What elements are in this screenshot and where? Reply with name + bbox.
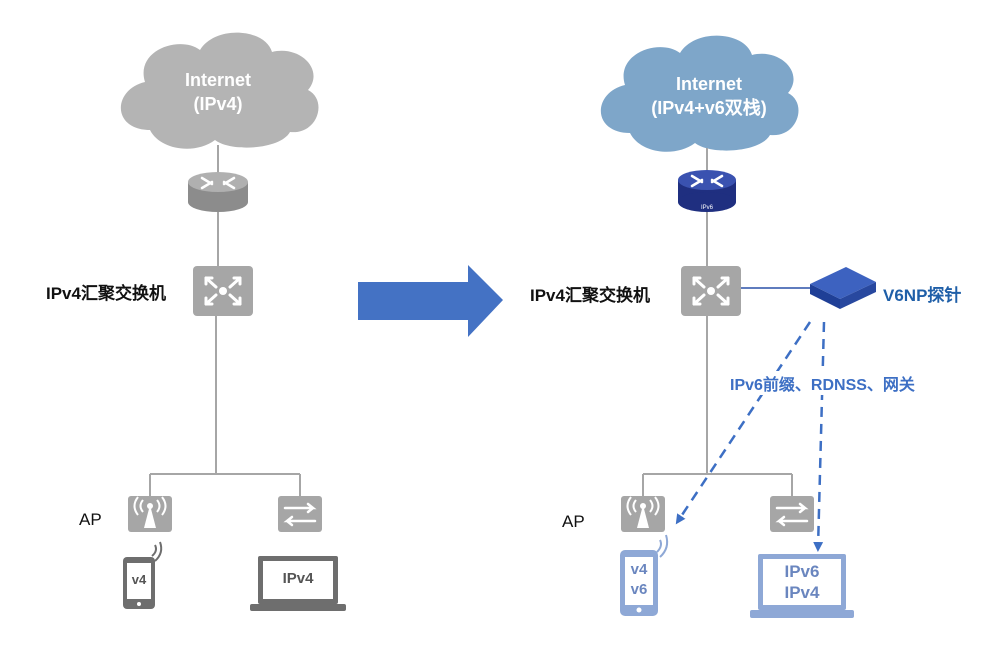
right-cloud-line1: Internet <box>675 74 742 94</box>
left-access-switch-icon <box>278 496 322 532</box>
left-laptop-icon <box>250 556 346 611</box>
right-cloud-line2: (IPv4+v6双栈) <box>651 98 767 118</box>
left-phone-text: v4 <box>131 572 147 587</box>
left-cloud-line2: (IPv4) <box>193 94 243 114</box>
right-cloud <box>600 35 799 152</box>
transition-right-arrow-icon <box>358 265 503 337</box>
right-phone-text: v4 v6 <box>625 560 653 600</box>
right-switch-label: IPv4汇聚交换机 <box>530 286 650 305</box>
right-laptop-line1: IPv6 <box>784 562 820 581</box>
right-probe-device-icon <box>810 267 876 309</box>
left-ap-label: AP <box>79 510 102 529</box>
advert-dashed-arrow-to-laptop <box>813 321 826 552</box>
right-laptop-icon <box>750 554 854 618</box>
left-cloud <box>120 32 319 149</box>
right-router-icon: IPv6 <box>678 170 736 212</box>
right-phone-icon <box>620 534 669 616</box>
probe-label: V6NP探针 <box>883 286 962 305</box>
left-phone-icon <box>123 541 163 609</box>
right-laptop-text: IPv6 IPv4 <box>763 561 841 603</box>
left-router-icon <box>188 172 248 212</box>
router-ipv6-badge: IPv6 <box>701 205 714 211</box>
left-cloud-label: Internet (IPv4) <box>118 68 318 116</box>
left-switch-label: IPv4汇聚交换机 <box>46 284 166 303</box>
advert-label: IPv6前缀、RDNSS、网关 <box>730 371 915 395</box>
right-switch-icon <box>681 266 741 316</box>
left-switch-icon <box>193 266 253 316</box>
right-wireless-ap-icon <box>621 496 665 532</box>
right-laptop-line2: IPv4 <box>784 583 820 602</box>
left-laptop-text: IPv4 <box>282 570 314 587</box>
right-phone-line2: v6 <box>630 581 648 598</box>
right-phone-line1: v4 <box>630 561 648 578</box>
advert-dashed-arrow-to-ap <box>675 321 812 525</box>
right-access-switch-icon <box>770 496 814 532</box>
right-cloud-label: Internet (IPv4+v6双栈) <box>609 72 809 120</box>
left-cloud-line1: Internet <box>184 70 251 90</box>
left-wireless-ap-icon <box>128 496 172 532</box>
right-ap-label: AP <box>562 512 585 531</box>
